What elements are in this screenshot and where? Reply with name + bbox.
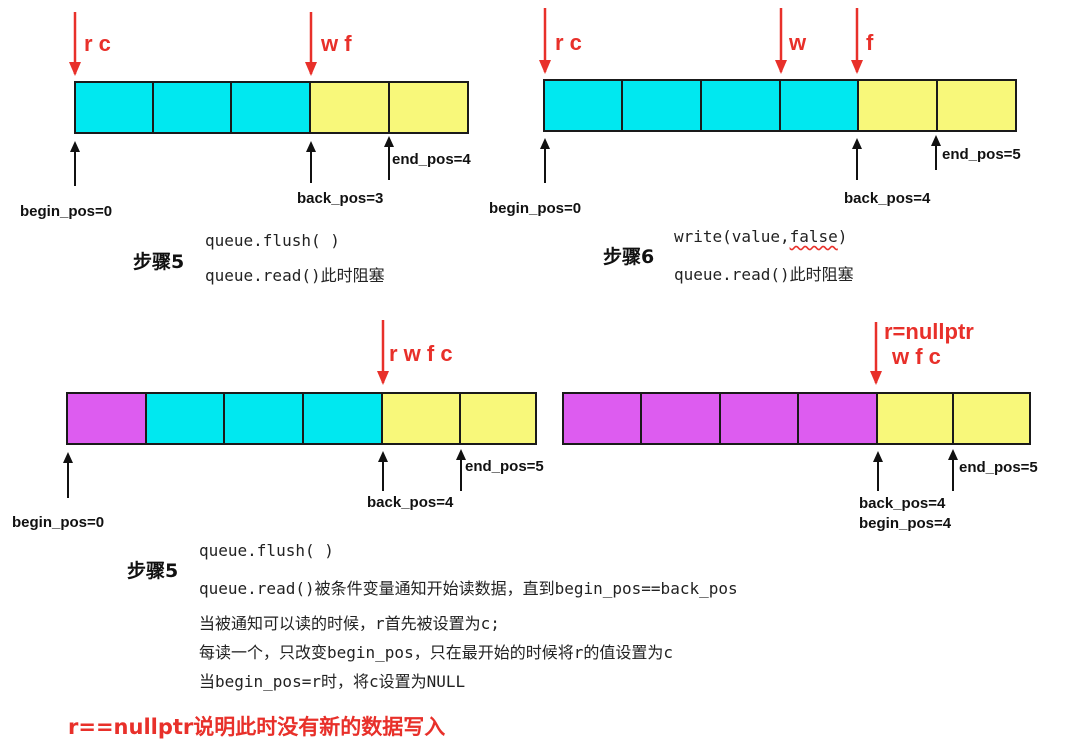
panel1-pointer-rc-label: r c	[84, 31, 111, 56]
panel2-back-pos-label: back_pos=4	[844, 190, 931, 207]
bottom-code-line2: queue.read()被条件变量通知开始读数据，直到begin_pos==ba…	[199, 579, 738, 598]
panel3-cell-5	[459, 392, 537, 445]
panel2-pointer-f-arrow	[851, 8, 863, 74]
panel3-cell-0	[66, 392, 147, 445]
panel2-pointer-rc-arrow	[539, 8, 551, 74]
panel1-pointer-wf-arrow	[305, 12, 317, 76]
panel2-cell-0	[543, 79, 623, 132]
panel2-code-suffix: )	[837, 227, 848, 246]
panel2-code-prefix: write(value,	[674, 227, 790, 246]
panel2-begin-arrow	[540, 138, 550, 183]
panel3-back-arrow	[378, 451, 388, 491]
bottom-note-2: 每读一个，只改变begin_pos，只在最开始的时候将r的值设置为c	[199, 643, 673, 662]
panel2-pointer-f-label: f	[866, 30, 874, 55]
panel4-cell-5	[952, 392, 1031, 445]
panel1-end-pos-label: end_pos=4	[392, 151, 471, 168]
panel1-code-line2: queue.read()此时阻塞	[205, 266, 385, 285]
panel4-end-arrow	[948, 449, 958, 491]
panel1-back-arrow	[306, 141, 316, 183]
panel1-cell-2	[230, 81, 311, 134]
panel1-pointer-wf-label: w f	[321, 31, 352, 56]
panel3-cell-1	[145, 392, 225, 445]
panel4-begin-pos-label: begin_pos=4	[859, 515, 952, 532]
panel3-pointer-rwfc-arrow	[377, 320, 389, 385]
panel1-begin-arrow	[70, 141, 80, 186]
panel1-cell-1	[152, 81, 232, 134]
panel2-pointer-w-arrow	[775, 8, 787, 74]
panel4-back-pos-label: back_pos=4	[859, 495, 946, 512]
panel4-cell-2	[719, 392, 799, 445]
panel3-back-pos-label: back_pos=4	[367, 494, 454, 511]
panel3-cell-4	[381, 392, 461, 445]
panel1-back-pos-label: back_pos=3	[297, 190, 384, 207]
panel1-begin-pos-label: begin_pos=0	[20, 203, 113, 220]
panel3-begin-arrow	[63, 452, 73, 498]
panel2-end-pos-label: end_pos=5	[942, 146, 1021, 163]
panel2-begin-pos-label: begin_pos=0	[489, 200, 582, 217]
panel2-end-arrow	[931, 135, 941, 170]
panel1-code-line1: queue.flush( )	[205, 231, 340, 250]
panel4-cell-1	[640, 392, 721, 445]
panel4-pointer-wfc-label: w f c	[892, 344, 941, 369]
panel4-back-arrow	[873, 451, 883, 491]
bottom-step-title: 步骤5	[127, 560, 179, 582]
panel2-cell-3	[779, 79, 859, 132]
panel1-cell-0	[74, 81, 154, 134]
panel2-cell-4	[857, 79, 938, 132]
panel1-pointer-rc-arrow	[69, 12, 81, 76]
bottom-note-3: 当begin_pos=r时，将c设置为NULL	[199, 672, 466, 691]
panel3-cell-2	[223, 392, 304, 445]
panel2-code-line1: write(value,false)	[674, 227, 847, 246]
panel2-code-false: false	[789, 227, 838, 246]
panel2-pointer-w-label: w	[789, 30, 807, 55]
panel2-cell-5	[936, 79, 1017, 132]
panel3-end-arrow	[456, 449, 466, 491]
panel1-cell-4	[388, 81, 469, 134]
panel2-back-arrow	[852, 138, 862, 180]
bottom-note-1: 当被通知可以读的时候，r首先被设置为c;	[199, 614, 500, 633]
panel2-code-line2: queue.read()此时阻塞	[674, 265, 854, 284]
panel4-pointer-arrow	[870, 322, 882, 385]
panel2-step-title: 步骤6	[603, 246, 655, 268]
panel2-cell-2	[700, 79, 781, 132]
bottom-code-line1: queue.flush( )	[199, 541, 334, 560]
bottom-conclusion: r==nullptr说明此时没有新的数据写入	[68, 715, 446, 739]
panel3-pointer-rwfc-label: r w f c	[389, 341, 453, 366]
panel2-cell-1	[621, 79, 702, 132]
panel4-end-pos-label: end_pos=5	[959, 459, 1038, 476]
panel4-cell-3	[797, 392, 878, 445]
panel1-end-arrow	[384, 136, 394, 180]
panel4-pointer-r-label: r=nullptr	[884, 319, 974, 344]
panel3-end-pos-label: end_pos=5	[465, 458, 544, 475]
panel3-begin-pos-label: begin_pos=0	[12, 514, 105, 531]
panel1-step-title: 步骤5	[133, 251, 185, 273]
panel2-pointer-rc-label: r c	[555, 30, 582, 55]
